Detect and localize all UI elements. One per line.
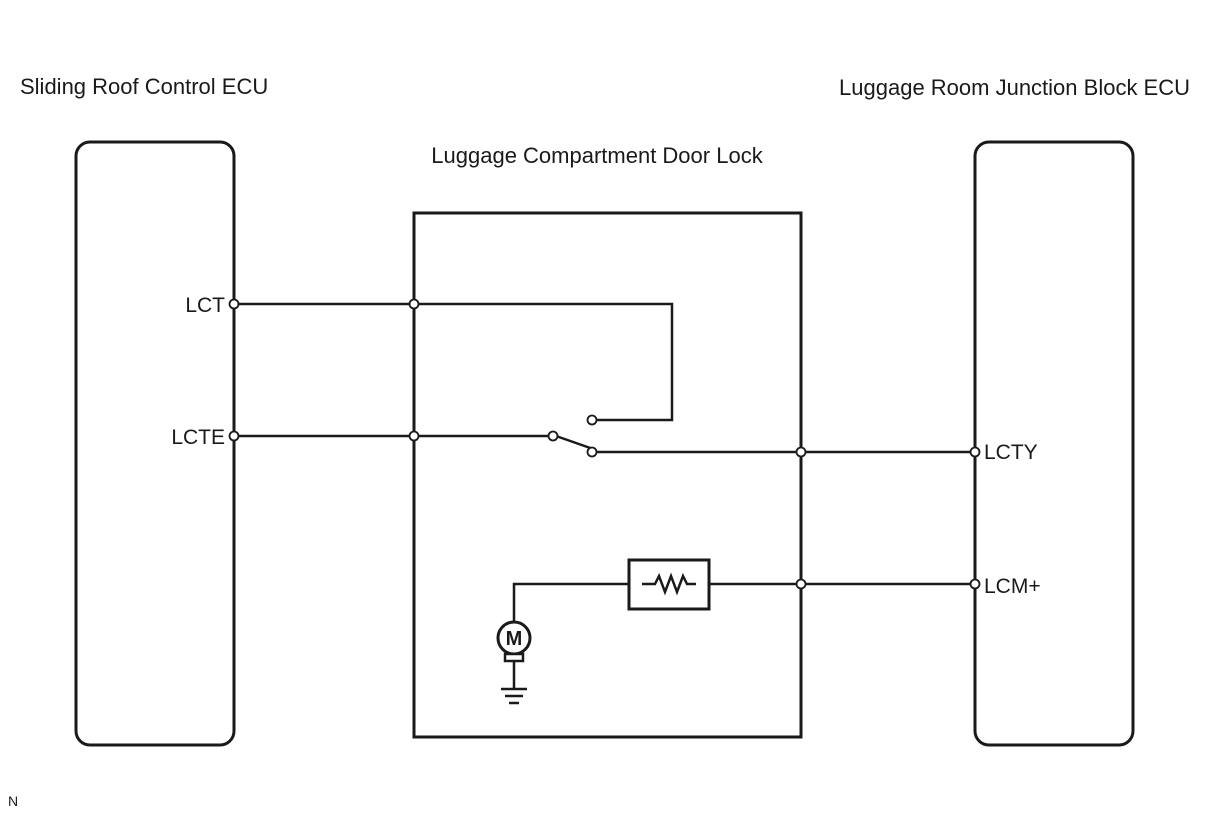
lct-terminal-label: LCT xyxy=(185,294,225,317)
lct-junction-node xyxy=(408,298,420,310)
motor-feed-wire xyxy=(512,582,629,622)
lcty-junction-node xyxy=(795,446,807,458)
lcte-terminal-label: LCTE xyxy=(171,426,225,449)
luggage-room-junction-block-ecu-box xyxy=(973,140,1135,747)
lcm-plus-terminal-label: LCM+ xyxy=(984,575,1041,598)
lcty-terminal-node xyxy=(969,446,981,458)
lcm-plus-terminal-node xyxy=(969,578,981,590)
motor-symbol: M xyxy=(506,628,523,650)
lct-terminal-node xyxy=(228,298,240,310)
switch-common-node xyxy=(547,430,559,442)
luggage-compartment-door-lock-label: Luggage Compartment Door Lock xyxy=(431,143,763,168)
lcm-plus-junction-node xyxy=(795,578,807,590)
ground-icon xyxy=(501,661,527,705)
sliding-roof-control-ecu-label: Sliding Roof Control ECU xyxy=(20,74,268,99)
lcte-junction-node xyxy=(408,430,420,442)
corner-mark: N xyxy=(8,793,18,809)
luggage-room-junction-block-ecu-label: Luggage Room Junction Block ECU xyxy=(839,75,1190,100)
switch-contact-upper-node xyxy=(586,414,598,426)
resistor-icon xyxy=(627,558,711,611)
door-lock-box xyxy=(412,211,803,739)
lct-wire xyxy=(234,302,674,422)
switch-contact-lower-node xyxy=(586,446,598,458)
lcty-terminal-label: LCTY xyxy=(984,441,1038,464)
lcte-terminal-node xyxy=(228,430,240,442)
sliding-roof-control-ecu-box xyxy=(74,140,236,747)
motor-icon: M xyxy=(496,620,532,663)
